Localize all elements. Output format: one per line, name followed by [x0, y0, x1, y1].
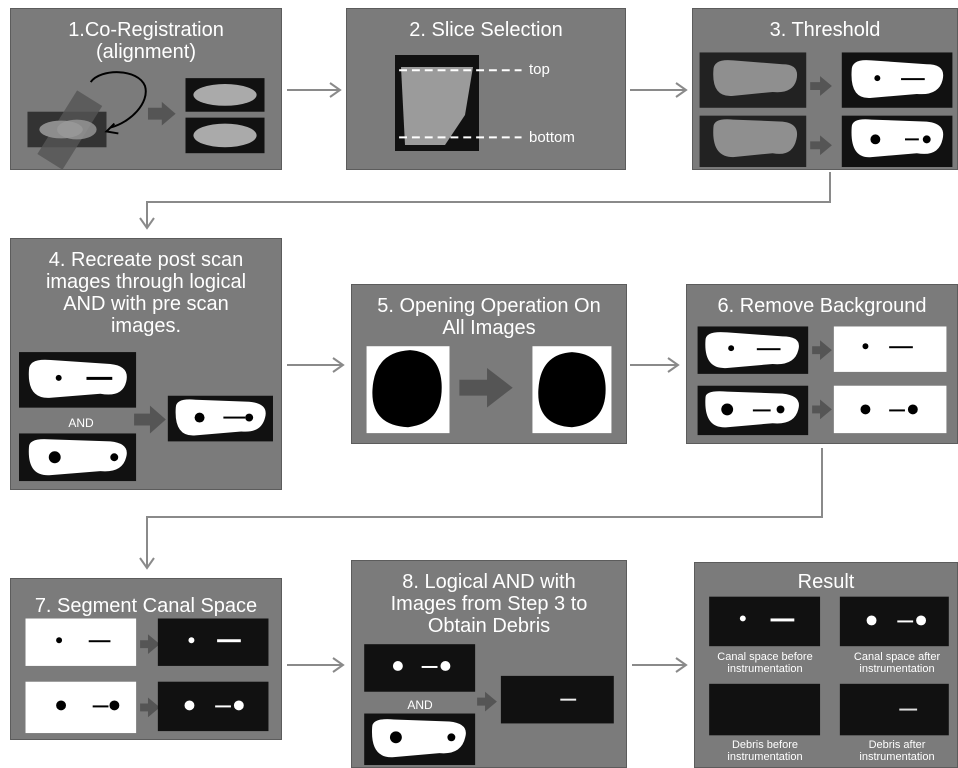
logical-and-graphic	[19, 352, 273, 482]
step-8-title: 8. Logical AND with Images from Step 3 t…	[390, 571, 588, 637]
step-4-panel: 4. Recreate post scan images through log…	[10, 238, 282, 490]
slice-image	[395, 55, 479, 151]
step-6-title: 6. Remove Background	[717, 295, 927, 317]
step-2-title: 2. Slice Selection	[409, 19, 563, 41]
result-panel: Result Canal space before instrumentatio…	[694, 562, 958, 768]
step-3-title: 3. Threshold	[769, 19, 881, 41]
threshold-graphic	[699, 52, 953, 168]
result-title: Result	[797, 571, 855, 593]
bottom-label: bottom	[529, 129, 575, 146]
logical-and-debris-graphic	[364, 644, 614, 766]
step-7-panel: 7. Segment Canal Space	[10, 578, 282, 740]
step-1-panel: 1.Co-Registration (alignment)	[10, 8, 282, 170]
slice-markers	[399, 69, 522, 139]
result-graphic	[709, 596, 949, 736]
top-label: top	[529, 61, 550, 78]
step-5-title: 5. Opening Operation On All Images	[377, 295, 601, 339]
remove-background-graphic	[697, 326, 947, 436]
step-7-title: 7. Segment Canal Space	[34, 595, 258, 617]
caption-debris-after: Debris after instrumentation	[859, 739, 935, 763]
step-3-panel: 3. Threshold	[692, 8, 958, 170]
caption-canal-after: Canal space after instrumentation	[853, 651, 941, 675]
arrow-6-to-7	[146, 448, 823, 568]
step-5-panel: 5. Opening Operation On All Images	[351, 284, 627, 444]
arrow-3-to-4	[146, 172, 831, 228]
and-label-debris: AND	[407, 698, 433, 712]
step-8-panel: 8. Logical AND with Images from Step 3 t…	[351, 560, 627, 768]
segment-canal-graphic	[25, 618, 269, 734]
step-1-title: 1.Co-Registration (alignment)	[68, 19, 224, 63]
opening-operation-graphic	[366, 346, 612, 434]
step-4-title: 4. Recreate post scan images through log…	[45, 249, 247, 337]
caption-debris-before: Debris before instrumentation	[727, 739, 803, 763]
step-2-panel: 2. Slice Selection top bottom	[346, 8, 626, 170]
and-label: AND	[68, 416, 94, 430]
caption-canal-before: Canal space before instrumentation	[717, 651, 813, 675]
co-registration-graphic	[27, 71, 265, 169]
step-6-panel: 6. Remove Background	[686, 284, 958, 444]
